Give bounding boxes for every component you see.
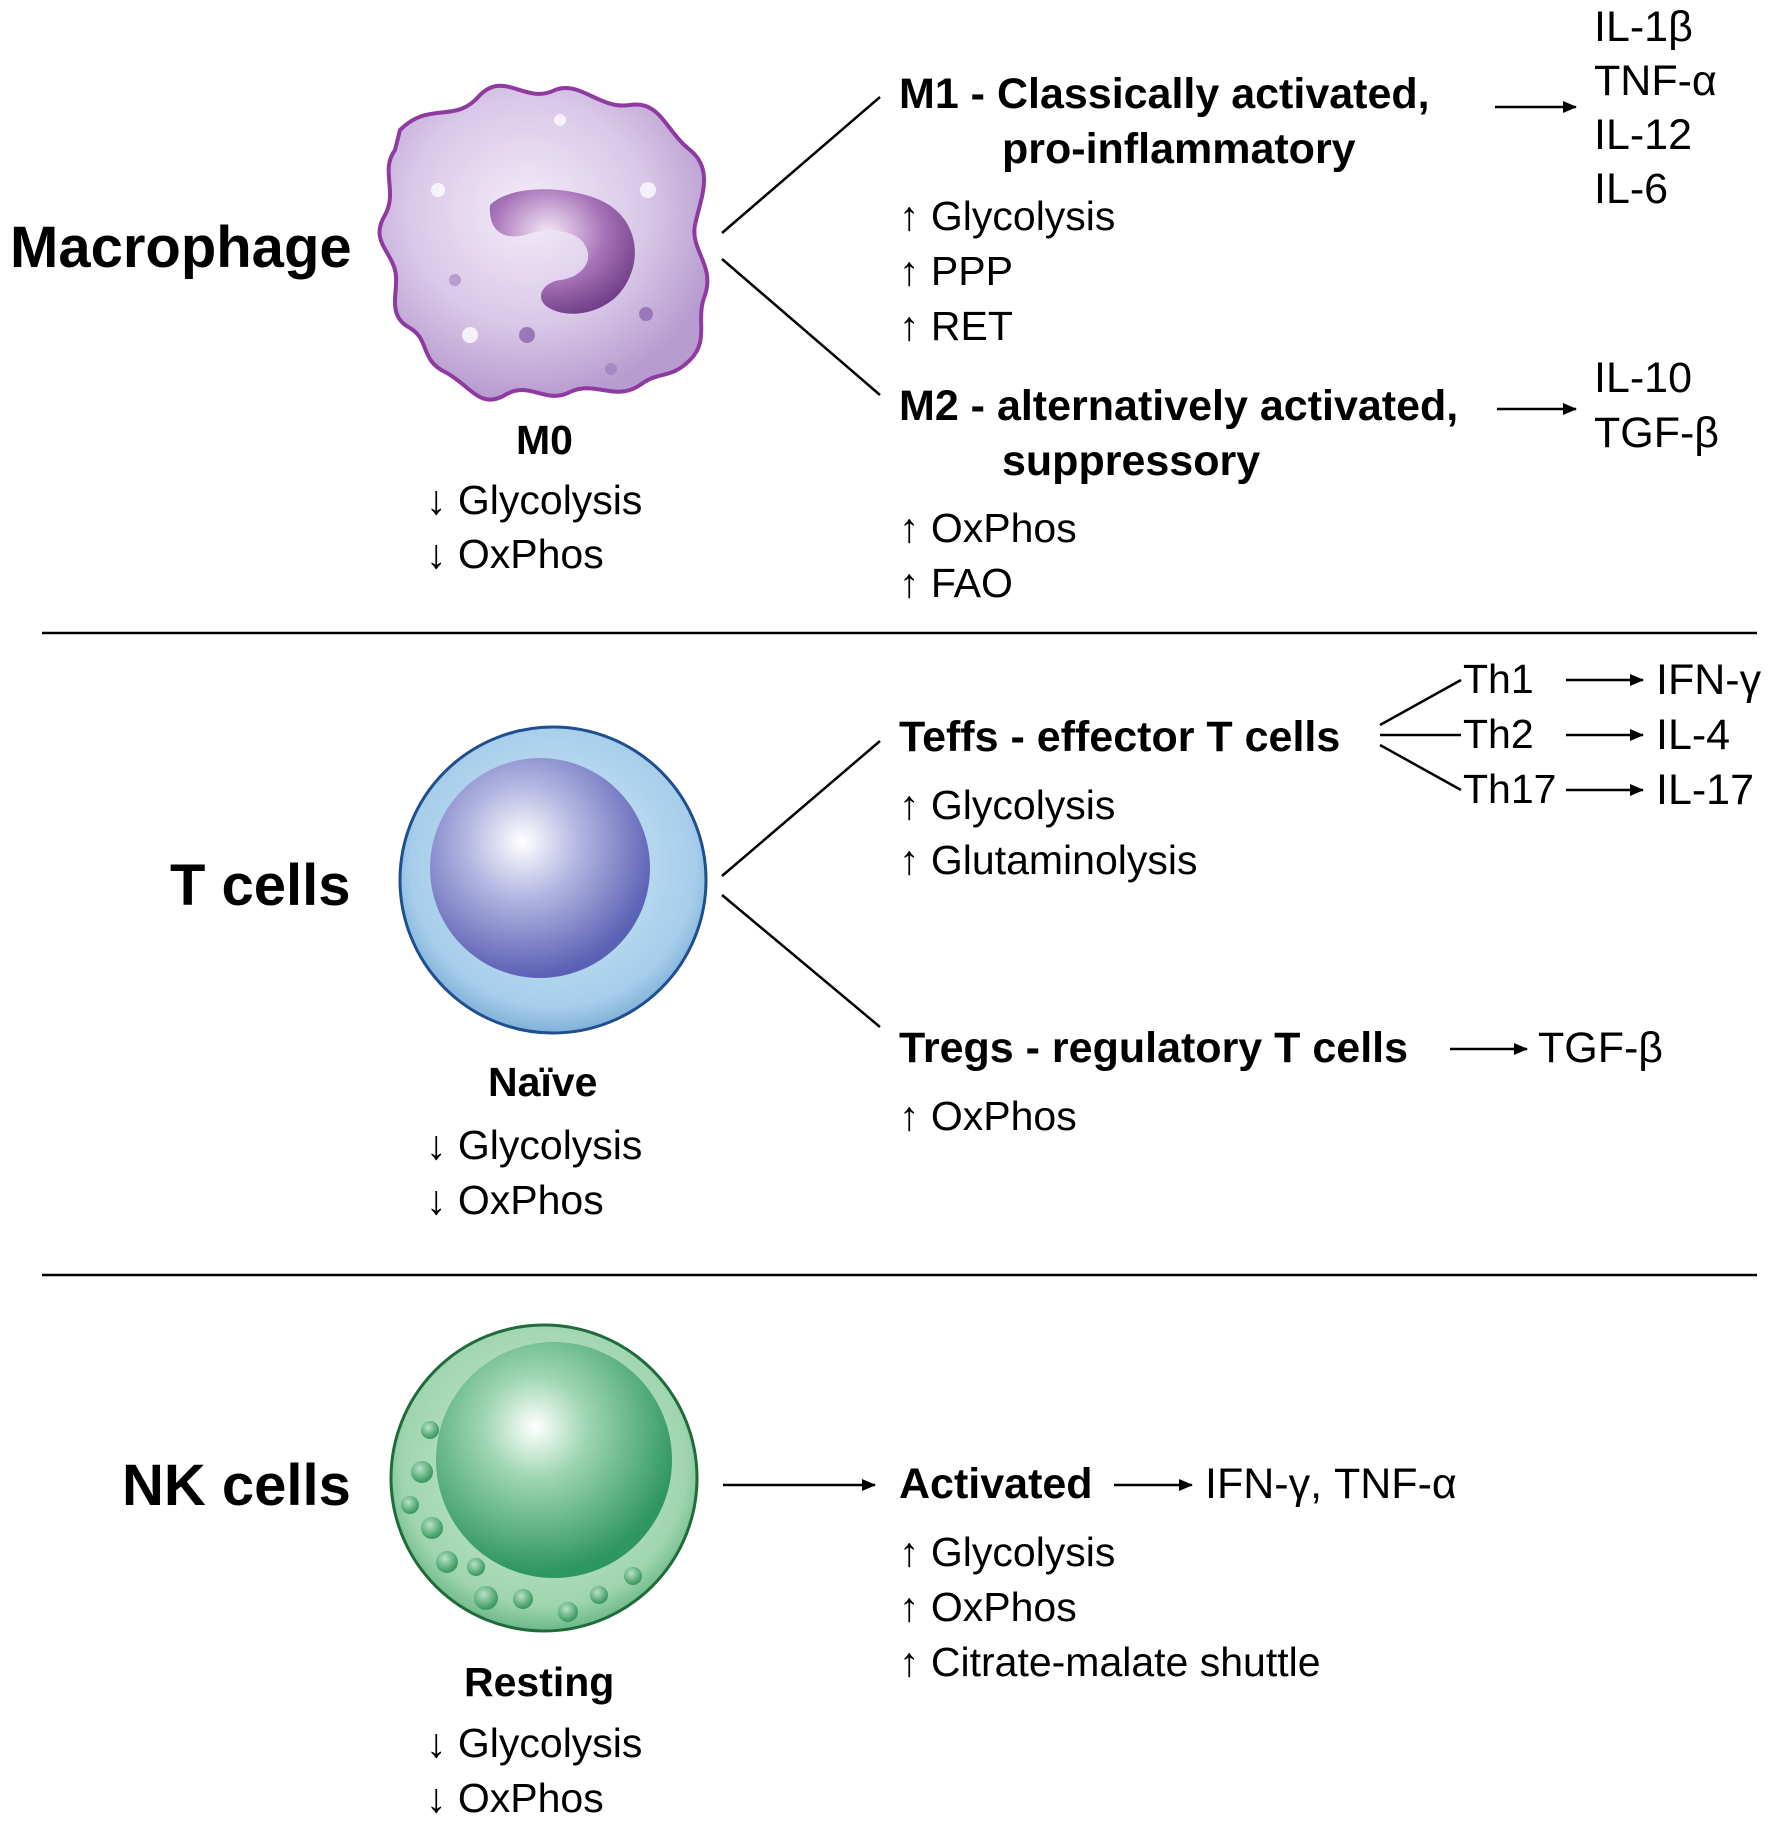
nk-activated-cytokines: IFN-γ, TNF-α <box>1205 1460 1457 1508</box>
tregs-cytokine: TGF-β <box>1538 1024 1664 1072</box>
th17-line <box>1379 743 1462 792</box>
m1-metabolism-1: ↑ Glycolysis <box>899 193 1116 239</box>
m2-name-line2: suppressory <box>1002 437 1261 485</box>
teffs-metabolism-1: ↑ Glycolysis <box>899 782 1116 828</box>
tregs-name: Tregs - regulatory T cells <box>899 1024 1409 1072</box>
branch-line-teffs <box>721 740 881 877</box>
m1-name: M1 - Classically activated, <box>899 70 1430 118</box>
naive-label: Naïve <box>488 1059 598 1105</box>
m1-cytokine-3: IL-12 <box>1594 111 1693 159</box>
th17-cytokine: IL-17 <box>1656 766 1755 814</box>
macrophage-cell <box>377 83 710 402</box>
th17-label: Th17 <box>1463 766 1557 812</box>
tcell <box>398 725 708 1035</box>
m1-name-line2: pro-inflammatory <box>1002 125 1356 173</box>
naive-metabolism-2: ↓ OxPhos <box>426 1177 604 1223</box>
tcells-title: T cells <box>170 853 351 918</box>
m2-cytokine-1: IL-10 <box>1594 354 1693 402</box>
nk-metabolism-1: ↑ Glycolysis <box>899 1529 1116 1575</box>
nk-granules <box>401 1421 642 1622</box>
m1-cytokine-1: IL-1β <box>1594 3 1693 51</box>
nk-metabolism-2: ↑ OxPhos <box>899 1584 1077 1630</box>
m1-cytokine-4: IL-6 <box>1594 165 1669 213</box>
nk-cell <box>389 1323 699 1633</box>
naive-metabolism-1: ↓ Glycolysis <box>426 1122 643 1168</box>
m0-metabolism-2: ↓ OxPhos <box>426 531 604 577</box>
tregs-metabolism-1: ↑ OxPhos <box>899 1093 1077 1139</box>
th2-cytokine: IL-4 <box>1656 711 1731 759</box>
teffs-name: Teffs - effector T cells <box>899 713 1341 761</box>
macrophage-title: Macrophage <box>10 215 352 280</box>
m1-cytokine-2: TNF-α <box>1594 57 1717 105</box>
teffs-metabolism-2: ↑ Glutaminolysis <box>899 837 1198 883</box>
branch-line-tregs <box>721 894 881 1028</box>
resting-metabolism-1: ↓ Glycolysis <box>426 1720 643 1766</box>
m2-name: M2 - alternatively activated, <box>899 382 1459 430</box>
nkcells-title: NK cells <box>122 1453 351 1518</box>
th2-label: Th2 <box>1463 711 1534 757</box>
m0-metabolism-1: ↓ Glycolysis <box>426 477 643 523</box>
m1-metabolism-2: ↑ PPP <box>899 248 1013 294</box>
th1-line <box>1379 678 1462 727</box>
m0-label: M0 <box>516 417 573 463</box>
m2-metabolism-1: ↑ OxPhos <box>899 505 1077 551</box>
nk-activated-name: Activated <box>899 1460 1093 1508</box>
m2-cytokine-2: TGF-β <box>1594 409 1720 457</box>
resting-label: Resting <box>464 1659 615 1705</box>
resting-metabolism-2: ↓ OxPhos <box>426 1775 604 1821</box>
m2-metabolism-2: ↑ FAO <box>899 560 1013 606</box>
th1-cytokine: IFN-γ <box>1656 656 1762 704</box>
th1-label: Th1 <box>1463 656 1534 702</box>
branch-line-m2 <box>721 258 881 396</box>
m1-metabolism-3: ↑ RET <box>899 303 1013 349</box>
branch-line-m1 <box>721 96 881 234</box>
nk-metabolism-3: ↑ Citrate-malate shuttle <box>899 1639 1321 1685</box>
